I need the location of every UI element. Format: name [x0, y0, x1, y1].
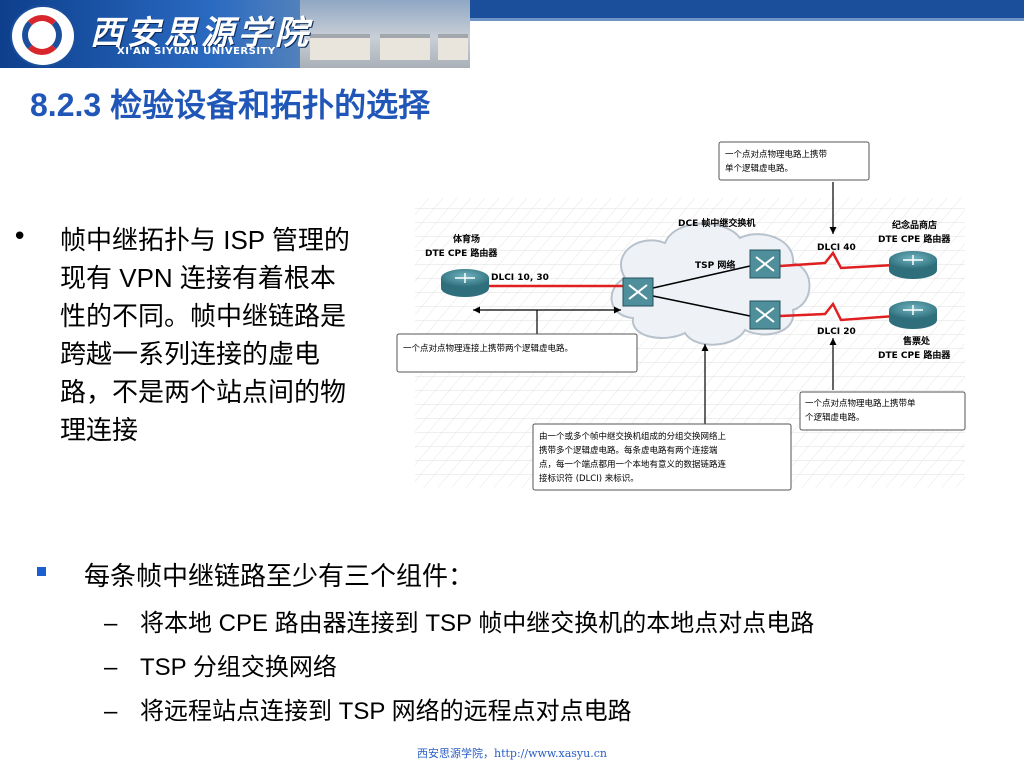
- router-right-bottom-type: DTE CPE 路由器: [878, 349, 951, 361]
- callout-top-line-1: 一个点对点物理电路上携带: [725, 149, 828, 160]
- router-right-bottom-dlci: DLCI 20: [817, 327, 856, 337]
- callout-right-line-2: 个逻辑虚电路。: [805, 412, 865, 423]
- square-bullet-icon: [37, 567, 46, 576]
- frame-relay-switch-bottom: [749, 300, 781, 330]
- frame-relay-switch-center: [622, 277, 654, 307]
- router-left-type: DTE CPE 路由器: [425, 247, 498, 259]
- frame-relay-diagram: 体育场 DTE CPE 路由器 DLCI 10, 30 DCE 帧中继交换机 T…: [395, 138, 973, 493]
- link-right-bottom: [779, 301, 896, 322]
- list-item: –将远程站点连接到 TSP 网络的远程点对点电路: [104, 691, 632, 726]
- callout-bottom-line-4: 接标识符 (DLCI) 来标识。: [539, 473, 639, 484]
- bullet-dot-icon: •: [12, 222, 28, 252]
- dash-bullet-icon: –: [104, 610, 118, 637]
- components-heading: 每条帧中继链路至少有三个组件：: [84, 561, 475, 591]
- callout-right: 一个点对点物理电路上携带单 个逻辑虚电路。: [799, 391, 966, 431]
- dash-bullet-icon: –: [104, 698, 118, 725]
- router-right-top-dlci: DLCI 40: [817, 243, 856, 253]
- list-item-text: TSP 分组交换网络: [140, 654, 337, 681]
- link-right-top: [779, 250, 896, 270]
- list-item-text: 将本地 CPE 路由器连接到 TSP 帧中继交换机的本地点对点电路: [140, 610, 815, 637]
- callout-left: 一个点对点物理连接上携带两个逻辑虚电路。: [396, 333, 638, 373]
- router-left-name: 体育场: [453, 233, 480, 245]
- footer-text[interactable]: 西安思源学院，http://www.xasyu.cn: [417, 747, 607, 760]
- frame-relay-switch-top: [749, 249, 781, 279]
- router-right-top-icon: [889, 251, 937, 279]
- list-item: –TSP 分组交换网络: [104, 647, 337, 682]
- header-strip-accent: [470, 18, 1024, 21]
- list-item: –将本地 CPE 路由器连接到 TSP 帧中继交换机的本地点对点电路: [104, 603, 814, 638]
- callout-right-line-1: 一个点对点物理电路上携带单: [805, 398, 916, 409]
- tsp-network-label: TSP 网络: [695, 259, 735, 271]
- bullet-paragraph: 帧中继拓扑与 ISP 管理的现有 VPN 连接有着根本性的不同。帧中继链路是跨越…: [60, 225, 350, 445]
- callout-bottom-line-2: 携带多个逻辑虚电路。每条虚电路有两个连接端: [539, 445, 718, 456]
- callout-top: 一个点对点物理电路上携带 单个逻辑虚电路。: [718, 141, 870, 181]
- callout-bottom-line-3: 点，每一个端点都用一个本地有意义的数据链路连: [539, 459, 727, 470]
- university-logo-icon: [10, 5, 76, 67]
- brand-name-cn: 西安思源学院: [90, 13, 312, 52]
- router-right-top-name: 纪念品商店: [892, 219, 937, 231]
- dash-bullet-icon: –: [104, 654, 118, 681]
- campus-photo: [300, 0, 470, 68]
- router-right-bottom-name: 售票处: [902, 335, 931, 347]
- slide-title: 8.2.3 检验设备和拓扑的选择: [30, 87, 431, 123]
- dce-switch-label: DCE 帧中继交换机: [678, 217, 755, 229]
- link-trunk-bottom: [652, 295, 751, 317]
- callout-bottom-line-1: 由一个或多个帧中继交换机组成的分组交换网络上: [539, 431, 727, 442]
- router-right-top-type: DTE CPE 路由器: [878, 233, 951, 245]
- router-right-bottom-icon: [889, 301, 937, 329]
- header-banner: 西安思源学院 XI'AN SIYUAN UNIVERSITY: [0, 0, 470, 68]
- header-strip: [470, 0, 1024, 18]
- callout-left-text: 一个点对点物理连接上携带两个逻辑虚电路。: [403, 343, 573, 354]
- brand-name-en: XI'AN SIYUAN UNIVERSITY: [117, 46, 276, 57]
- router-left-dlci: DLCI 10, 30: [491, 273, 549, 283]
- router-left-icon: [441, 269, 489, 297]
- callout-top-line-2: 单个逻辑虚电路。: [725, 163, 793, 174]
- list-item-text: 将远程站点连接到 TSP 网络的远程点对点电路: [140, 698, 632, 725]
- callout-bottom: 由一个或多个帧中继交换机组成的分组交换网络上 携带多个逻辑虚电路。每条虚电路有两…: [532, 423, 792, 491]
- link-trunk-top: [652, 265, 751, 289]
